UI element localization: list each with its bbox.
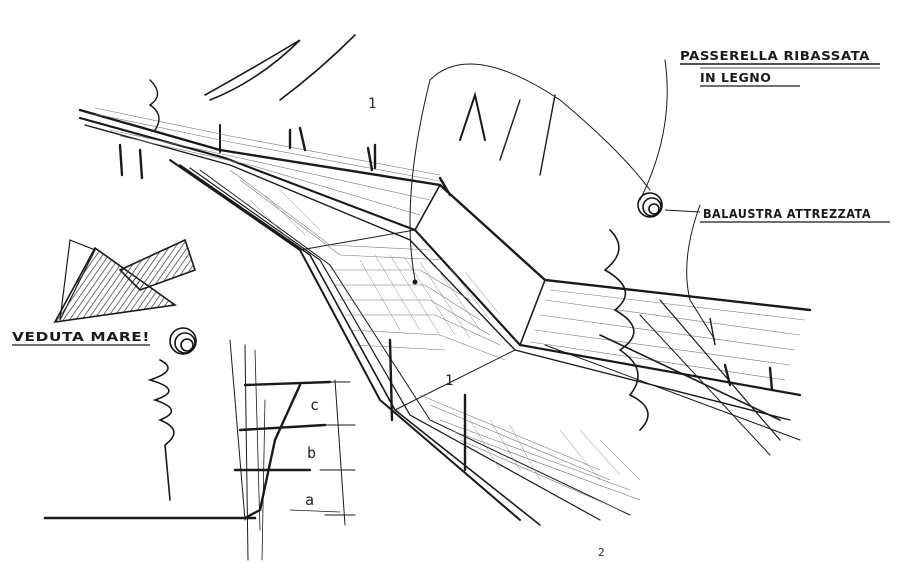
section-elevation xyxy=(43,344,356,561)
title-block: PASSERELLA RIBASSATA IN LEGNO xyxy=(680,48,880,87)
dim-a: a xyxy=(305,491,314,509)
railing-posts xyxy=(118,126,774,472)
deck-planks xyxy=(94,107,806,511)
railing-label: BALAUSTRA ATTREZZATA xyxy=(700,207,890,223)
mark-2-bottom: 2 xyxy=(598,546,605,559)
dimension-labels: c b a xyxy=(305,396,319,509)
dim-c: c xyxy=(310,396,319,414)
title-line-2: IN LEGNO xyxy=(700,70,771,85)
sea-view-triangles xyxy=(53,238,197,324)
handrails xyxy=(229,299,801,531)
leader-lines xyxy=(412,209,716,346)
scribble-knots xyxy=(169,192,663,355)
mark-1-mid: 1 xyxy=(445,373,453,389)
dim-b: b xyxy=(307,444,316,462)
view-label: VEDUTA MARE! xyxy=(12,330,150,346)
balustrade-label: BALAUSTRA ATTREZZATA xyxy=(703,207,871,221)
shading-strokes xyxy=(249,189,641,481)
title-line-1: PASSERELLA RIBASSATA xyxy=(680,48,870,63)
scribbles xyxy=(147,34,716,501)
sea-view-label: VEDUTA MARE! xyxy=(12,330,150,344)
mark-1-top: 1 xyxy=(368,96,376,112)
